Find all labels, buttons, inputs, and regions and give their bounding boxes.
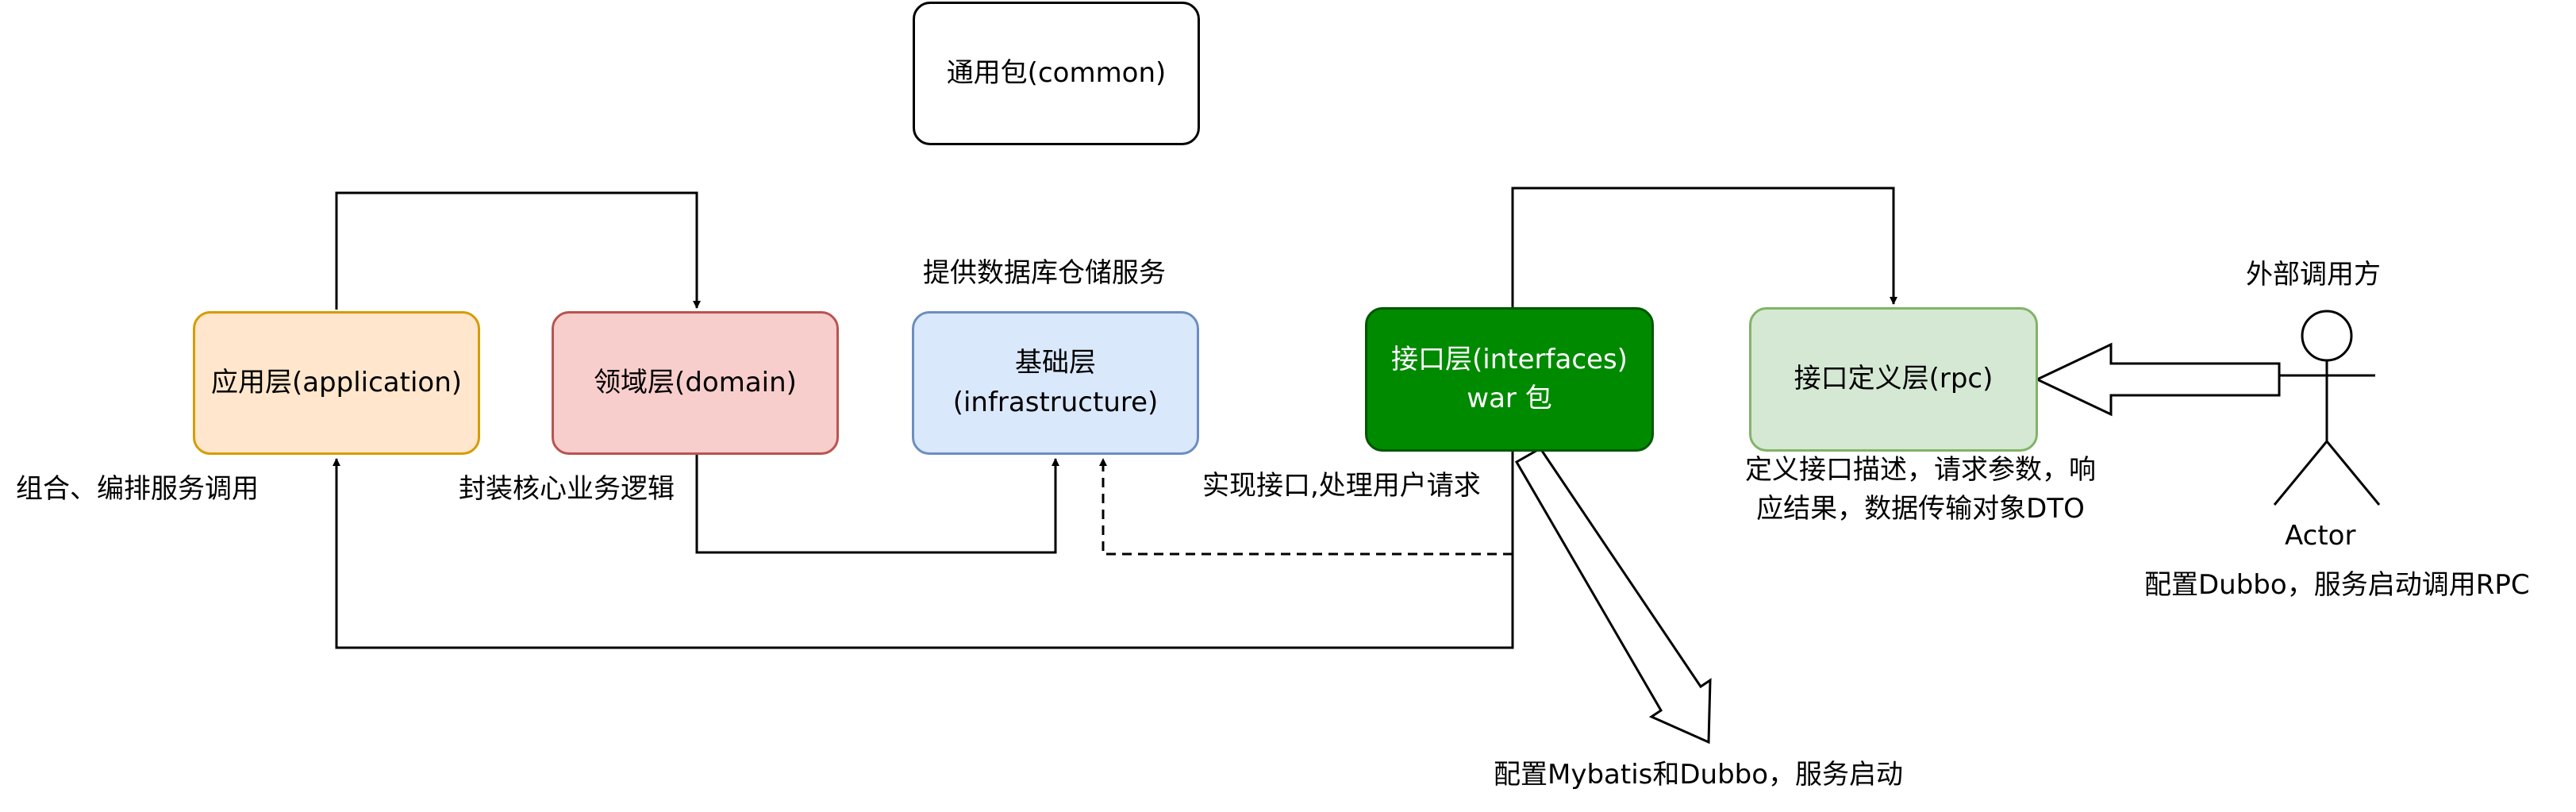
interfaces-label: 接口层(interfaces) (1391, 343, 1628, 375)
application-label: 应用层(application) (210, 366, 463, 398)
external-caller-label: 外部调用方 (2246, 259, 2381, 291)
actor-to-rpc-arrow (2034, 342, 2281, 417)
startup-note: 配置Mybatis和Dubbo，服务启动 (1494, 759, 1904, 791)
infrastructure-label: 基础层(infrastructure) (952, 347, 1159, 418)
application-note: 组合、编排服务调用 (16, 473, 259, 505)
edge-application-to-domain (335, 191, 701, 310)
common-box[interactable]: 通用包(common) (913, 2, 1200, 145)
domain-box[interactable]: 领域层(domain) (552, 311, 839, 455)
edge-interfaces-to-infrastructure (1099, 458, 1513, 556)
domain-label: 领域层(domain) (594, 366, 797, 398)
rpc-label: 接口定义层(rpc) (1794, 363, 1994, 395)
common-label: 通用包(common) (946, 56, 1167, 89)
actor-note: 配置Dubbo，服务启动调用RPC (2144, 569, 2530, 601)
infrastructure-note: 提供数据库仓储服务 (923, 257, 1166, 289)
actor-label: Actor (2285, 520, 2356, 552)
interfaces-box[interactable]: 接口层(interfaces) war 包 (1365, 307, 1654, 452)
edge-interfaces-to-application (333, 452, 1514, 649)
edge-domain-to-infrastructure (695, 455, 1059, 554)
domain-note: 封装核心业务逻辑 (459, 473, 675, 505)
rpc-box[interactable]: 接口定义层(rpc) (1749, 307, 2038, 452)
actor-figure (2273, 310, 2381, 506)
edge-interfaces-to-rpc (1511, 187, 1897, 307)
interfaces-to-startup-arrow (1514, 447, 1712, 745)
application-box[interactable]: 应用层(application) (193, 311, 480, 455)
rpc-note: 定义接口描述，请求参数，响 应结果，数据传输对象DTO (1714, 451, 2127, 529)
rpc-note-line1: 定义接口描述，请求参数，响 (1745, 454, 2096, 486)
infrastructure-box[interactable]: 基础层(infrastructure) (912, 311, 1199, 455)
rpc-note-line2: 应结果，数据传输对象DTO (1756, 493, 2085, 525)
interfaces-sublabel: war 包 (1467, 383, 1552, 414)
interfaces-note: 实现接口,处理用户请求 (1202, 470, 1481, 502)
